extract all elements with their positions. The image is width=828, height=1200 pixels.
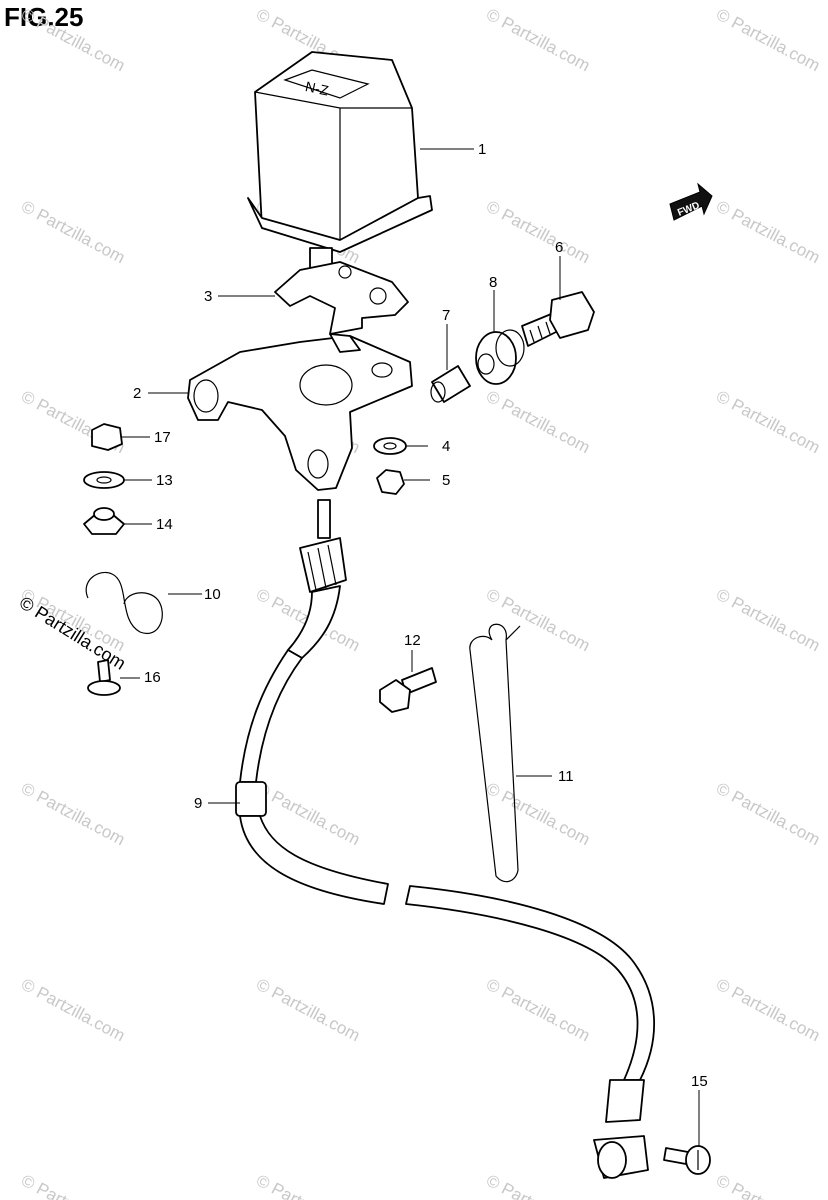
part-10-clip[interactable] (85, 571, 163, 635)
watermark-text: © Partzilla.com (713, 5, 823, 76)
callout-8: 8 (489, 274, 497, 291)
figure-title: FIG.25 (4, 2, 84, 32)
part-2-bracket[interactable] (187, 333, 413, 491)
part-7-collar[interactable] (430, 365, 471, 403)
watermark-text: © Partzilla.com (18, 1171, 128, 1200)
watermark-text: © Partzilla.com (18, 975, 128, 1046)
watermark-text: © Partzilla.com (713, 975, 823, 1046)
callout-4: 4 (442, 438, 450, 455)
watermark-text: © Partzilla.com (713, 387, 823, 458)
part-4-washer[interactable] (373, 437, 407, 455)
callout-6: 6 (555, 239, 563, 256)
watermark-text: © Partzilla.com (253, 975, 363, 1046)
part-13-washer[interactable] (83, 471, 125, 489)
watermark-text: © Partzilla.com (483, 197, 593, 268)
watermark-text: © Partzilla.com (483, 975, 593, 1046)
watermark-text: © Partzilla.com (18, 197, 128, 268)
callout-10: 10 (204, 586, 221, 603)
callout-9: 9 (194, 795, 202, 812)
part-17-nut[interactable] (91, 423, 123, 451)
watermark-text: © Partzilla.com (483, 1171, 593, 1200)
callout-3: 3 (204, 288, 212, 305)
watermark-text: © Partzilla.com (483, 387, 593, 458)
part-1-meter-housing[interactable]: N-Z (247, 51, 433, 269)
watermark-text: © Partzilla.com (713, 779, 823, 850)
callout-7: 7 (442, 307, 450, 324)
meter-face-marking: N-Z (304, 78, 331, 99)
callout-17: 17 (154, 429, 171, 446)
part-14-grommet[interactable] (83, 507, 125, 535)
callout-1: 1 (478, 141, 486, 158)
watermark-text: © Partzilla.com (483, 779, 593, 850)
part-9-cable[interactable] (235, 499, 655, 1179)
callout-layer: 1 2 3 4 5 6 7 8 9 10 11 12 13 14 15 16 1… (133, 141, 708, 1090)
watermark-layer: © Partzilla.com © Partzilla.com © Partzill… (18, 5, 823, 1200)
callout-15: 15 (691, 1073, 708, 1090)
part-11-clamp[interactable] (469, 623, 521, 883)
part-15-screw[interactable] (663, 1145, 711, 1175)
watermark-text: © Partzilla.com (483, 585, 593, 656)
watermark-text: © Partzilla.com (18, 779, 128, 850)
part-6-bolt[interactable] (521, 291, 595, 347)
callout-16: 16 (144, 669, 161, 686)
watermark-text: © Partzilla.com (18, 5, 128, 76)
callout-14: 14 (156, 516, 173, 533)
callout-11: 11 (558, 768, 574, 785)
callout-12: 12 (404, 632, 421, 649)
part-8-grommet[interactable] (475, 329, 525, 385)
part-5-nut[interactable] (376, 469, 405, 495)
leader-lines (120, 148, 700, 1146)
part-12-bolt[interactable] (379, 667, 437, 713)
part-3-plate[interactable] (274, 261, 409, 335)
callout-13: 13 (156, 472, 173, 489)
watermark-text: © Partzilla.com (713, 585, 823, 656)
watermark-text: © Partzilla.com (713, 197, 823, 268)
callout-2: 2 (133, 385, 141, 402)
watermark-text: © Partzilla.com (713, 1171, 823, 1200)
callout-5: 5 (442, 472, 450, 489)
watermark-text: © Partzilla.com (253, 1171, 363, 1200)
fwd-direction-badge: FWD (669, 182, 713, 221)
watermark-text: © Partzilla.com (483, 5, 593, 76)
part-16-screw[interactable] (87, 659, 121, 696)
